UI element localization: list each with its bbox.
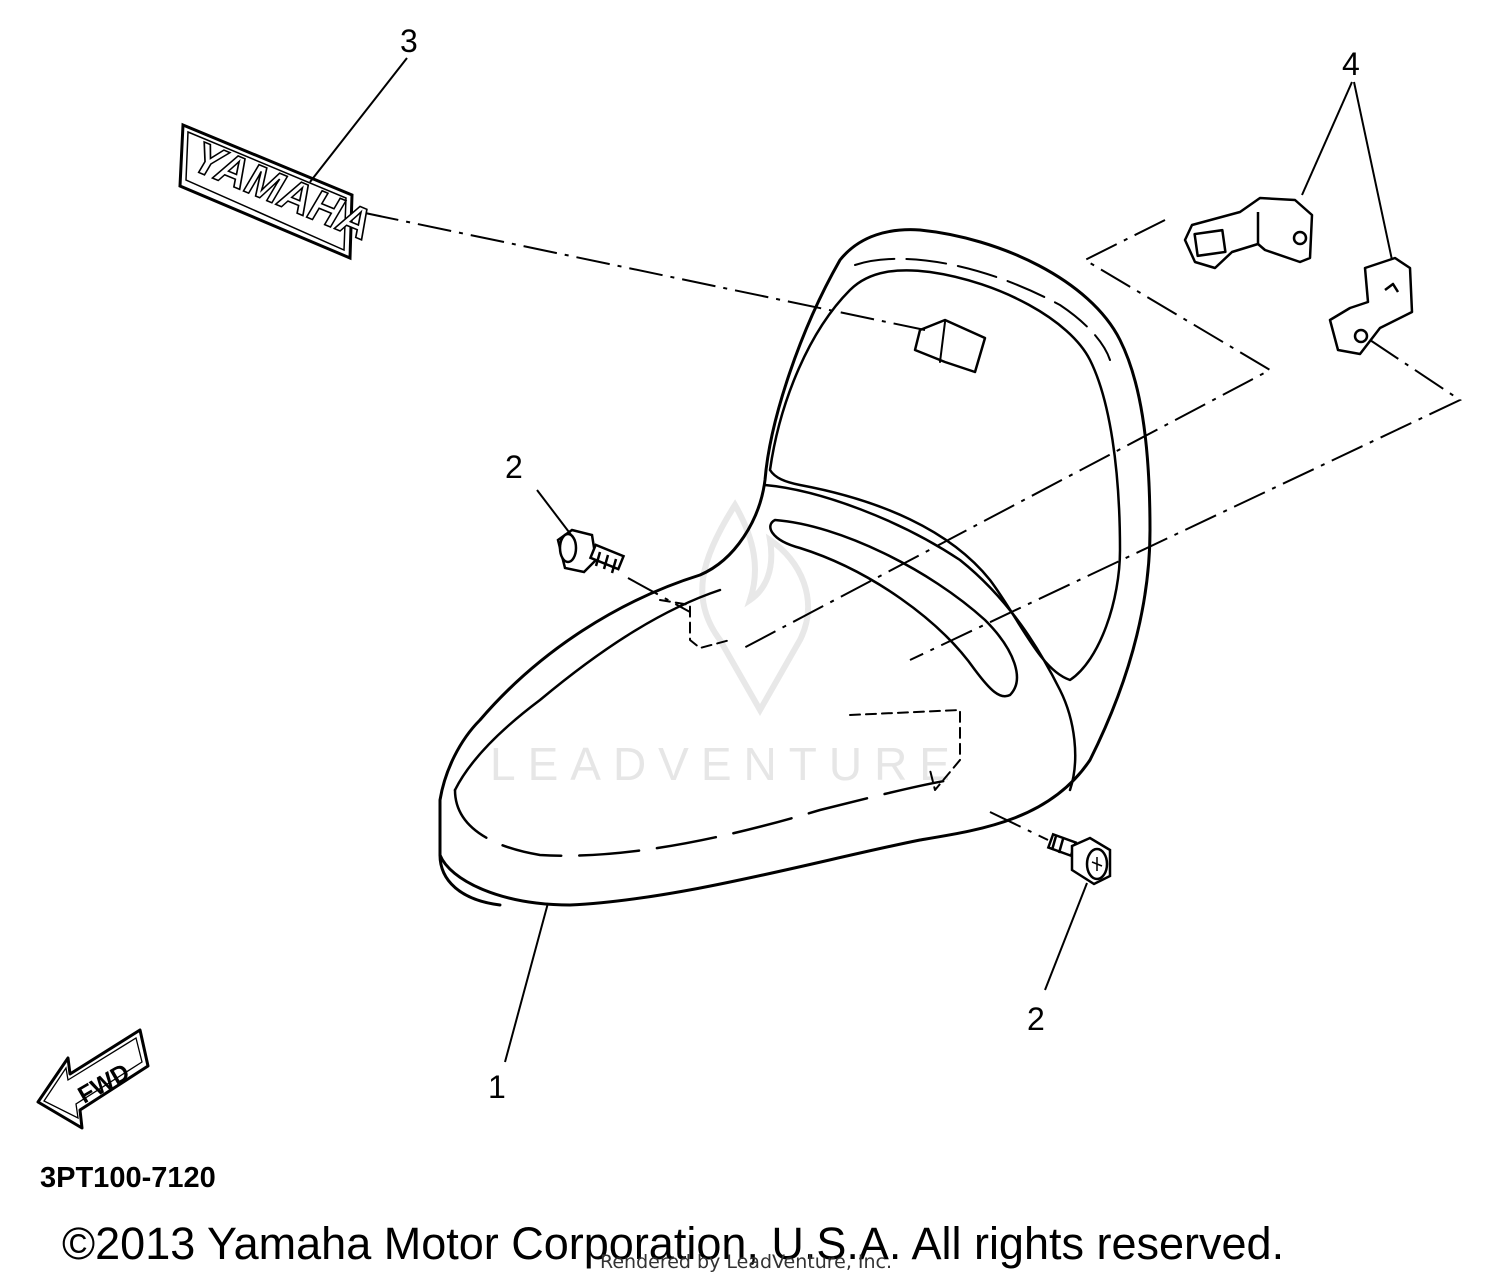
callout-2-upper: 2: [505, 449, 523, 485]
callout-leaders: [309, 57, 1393, 1063]
callout-4: 4: [1342, 46, 1360, 82]
seat-part: [438, 228, 1152, 907]
watermark-text: LEADVENTURE: [490, 738, 962, 790]
callout-3: 3: [400, 23, 418, 59]
bracket-lower: [1328, 256, 1414, 356]
rendered-by-notice: Rendered by LeadVenture, Inc.: [600, 1251, 893, 1273]
bracket-upper: [1183, 196, 1314, 270]
callout-1: 1: [488, 1069, 506, 1105]
copyright-notice: ©2013 Yamaha Motor Corporation, U.S.A. A…: [62, 1218, 1285, 1269]
bolt-upper: [556, 528, 626, 574]
leadventure-watermark: LEADVENTURE: [490, 499, 962, 790]
assembly-leaders: [364, 212, 1463, 841]
yamaha-emblem: YAMAHA: [178, 122, 383, 261]
bolt-lower: [1046, 832, 1112, 886]
leadventure-logo-mark: [699, 499, 811, 717]
part-code: 3PT100-7120: [40, 1162, 216, 1194]
callout-2-lower: 2: [1027, 1001, 1045, 1037]
fwd-arrow: FWD: [36, 1028, 150, 1130]
